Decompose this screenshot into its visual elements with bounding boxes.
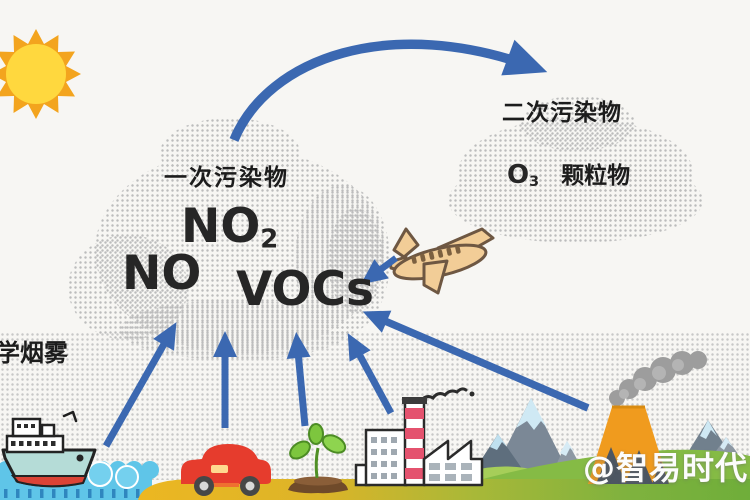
volcano-icon [588, 405, 669, 484]
sun-icon [0, 29, 81, 119]
no2-base: NO [181, 199, 261, 254]
plant-emission-arrow [286, 332, 311, 427]
arrows [102, 39, 590, 448]
o3-base: O [507, 160, 530, 190]
volcano-smoke-icon [609, 351, 707, 406]
secondary-cloud-top-puff [520, 96, 635, 151]
sprout-icon [288, 423, 348, 494]
no2-text: NO2 [181, 203, 278, 254]
ship-icon [1, 417, 97, 488]
primary-cloud-top-puff [160, 118, 300, 188]
watermark: @智易时代 [583, 449, 749, 487]
ship-emission-arrow [102, 322, 177, 448]
smog-label: 学烟雾 [0, 339, 68, 367]
no2-subscript: 2 [260, 224, 279, 255]
ground-strip [138, 479, 750, 500]
secondary-cloud-bottom-puff [448, 158, 703, 243]
factory-emission-arrow [347, 333, 395, 415]
volcano-emission-arrow [362, 310, 590, 412]
o3-particulate-line: O3 颗粒物 [507, 162, 630, 189]
no-text: NO [122, 246, 202, 301]
car-icon [181, 444, 271, 496]
factory-icon [402, 387, 484, 487]
o3-subscript: 3 [529, 174, 540, 191]
bird-icon [62, 410, 78, 423]
particulate-label: 颗粒物 [561, 163, 631, 189]
airplane-icon [388, 227, 495, 295]
plane-emission-arrow [360, 255, 398, 285]
secondary-pollutant-label: 二次污染物 [502, 100, 622, 126]
buildings-icon [354, 428, 408, 487]
primary-pollutant-label: 一次污染物 [164, 165, 289, 191]
primary-to-secondary-arc-arrow [229, 39, 548, 142]
vocs-text: VOCs [236, 262, 374, 317]
